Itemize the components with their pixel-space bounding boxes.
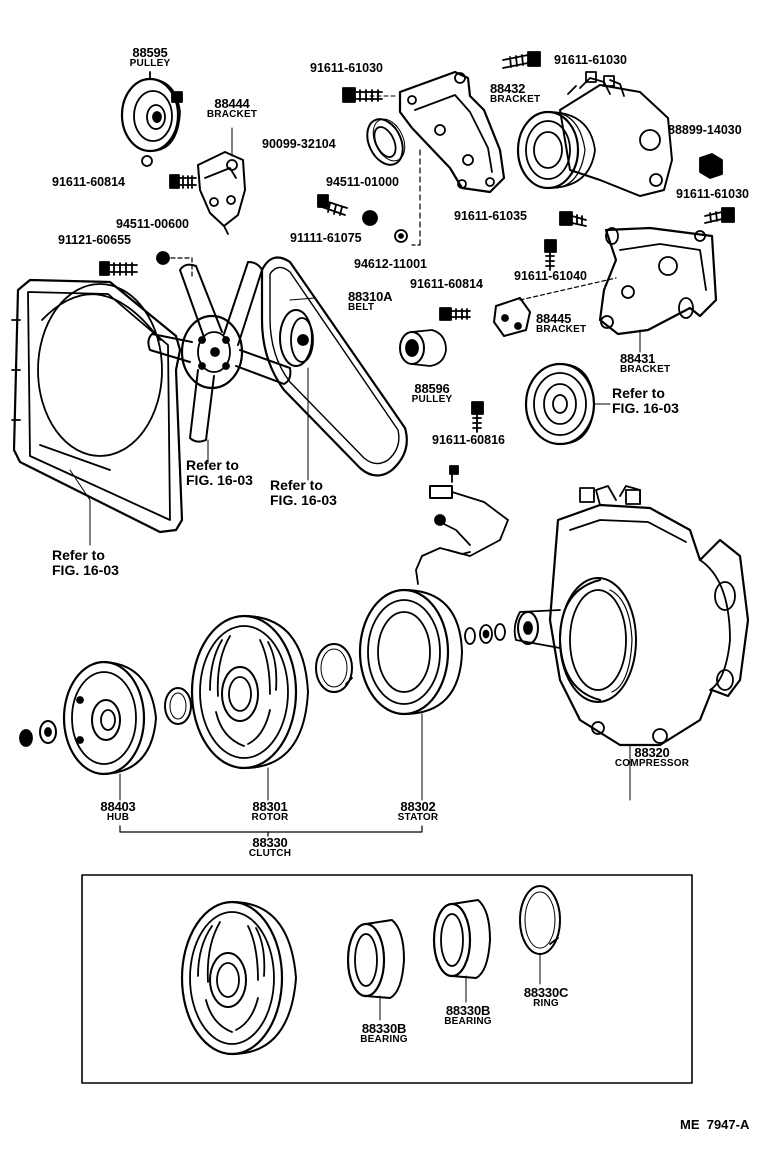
bracket-88444-drawing <box>197 127 246 235</box>
label-88330B-2: 88330B BEARING <box>444 1003 492 1027</box>
shim-washers-drawing <box>464 623 506 645</box>
bracket-88431-drawing <box>519 226 718 353</box>
label-91611-61030-a: 91611-61030 <box>310 61 383 75</box>
fan-shroud-drawing <box>11 278 184 546</box>
label-90099-32104: 90099-32104 <box>262 137 336 151</box>
label-94511-00600: 94511-00600 <box>116 217 189 231</box>
hub-nut-drawing <box>19 720 57 747</box>
upper-compressor-drawing <box>516 71 673 197</box>
bolt-91611-60816-drawing <box>471 401 484 433</box>
compressor-88320-drawing <box>513 485 750 801</box>
bracket-88432-drawing <box>367 70 506 246</box>
idler-pulley-drawing <box>279 309 314 481</box>
label-91611-61030-c: 91611-61030 <box>676 187 749 201</box>
stator-88302-drawing <box>358 588 463 801</box>
label-88320: 88320 COMPRESSOR <box>614 745 690 769</box>
bolt-91611-60814-b-drawing <box>439 307 471 321</box>
label-88403: 88403 HUB <box>100 799 136 823</box>
label-88432: 88432 BRACKET <box>490 81 541 105</box>
snap-ring-2-drawing <box>164 687 192 725</box>
wire-harness-drawing <box>415 465 509 585</box>
label-88330: 88330 CLUTCH <box>248 835 292 859</box>
label-94511-01000: 94511-01000 <box>326 175 399 189</box>
label-88330C: 88330C RING <box>523 985 569 1009</box>
bolt-91611-61030-c-drawing <box>704 207 735 224</box>
label-91611-60814-b: 91611-60814 <box>410 277 483 291</box>
diagram-code: ME 7947-A <box>680 1117 750 1132</box>
label-91111-61075: 91111-61075 <box>290 231 362 245</box>
belt-88310A-drawing <box>260 256 408 477</box>
bolt-91121-60655-drawing <box>99 261 138 276</box>
nut-94511-00600-drawing <box>156 251 193 279</box>
label-88595: 88595 PULLEY <box>129 45 171 69</box>
hub-88403-drawing <box>62 660 157 801</box>
label-91611-61035: 91611-61035 <box>454 209 527 223</box>
label-91611-61040: 91611-61040 <box>514 269 587 283</box>
bolt-91611-61035-drawing <box>559 211 587 227</box>
label-88444: 88444 BRACKET <box>206 96 258 120</box>
bolt-91611-61030-b-drawing <box>502 51 541 69</box>
label-88445: 88445 BRACKET <box>536 311 587 335</box>
refer-to-shroud: Refer to FIG. 16-03 <box>52 547 119 579</box>
rotor-88301-drawing <box>190 614 309 801</box>
refer-to-belt: Refer to FIG. 16-03 <box>270 477 337 509</box>
label-91611-61030-b: 91611-61030 <box>554 53 627 67</box>
nut-94511-01000-drawing <box>362 210 378 226</box>
bolt-91611-61030-a-drawing <box>342 87 383 103</box>
label-91121-60655: 91121-60655 <box>58 233 131 247</box>
washer-94612-11001-drawing <box>394 229 408 243</box>
label-88431: 88431 BRACKET <box>620 351 671 375</box>
detail-box-drawing <box>81 874 693 1084</box>
clip-88899-14030-drawing <box>699 153 723 179</box>
pulley-88596-drawing <box>399 329 447 367</box>
clutch-group-line <box>119 825 423 837</box>
label-88330B-1: 88330B BEARING <box>360 1021 408 1045</box>
drive-pulley-drawing <box>524 362 611 446</box>
snap-ring-1-drawing <box>315 643 353 693</box>
refer-to-fan: Refer to FIG. 16-03 <box>186 457 253 489</box>
label-91611-60814-a: 91611-60814 <box>52 175 125 189</box>
bracket-88445-drawing <box>493 297 531 337</box>
seal-90099-32104-drawing <box>366 118 406 166</box>
pulley-88595-drawing <box>120 71 183 167</box>
label-88302: 88302 STATOR <box>397 799 439 823</box>
label-88301: 88301 ROTOR <box>251 799 289 823</box>
bolt-91111-61075-drawing <box>317 194 348 216</box>
bolt-91611-60814-a-drawing <box>169 174 197 189</box>
label-91611-60816: 91611-60816 <box>432 433 505 447</box>
refer-to-pulley: Refer to FIG. 16-03 <box>612 385 679 417</box>
label-94612-11001: 94612-11001 <box>354 257 427 271</box>
label-88596: 88596 PULLEY <box>411 381 453 405</box>
label-88899-14030: 88899-14030 <box>668 123 742 137</box>
label-88310A: 88310A BELT <box>348 289 393 313</box>
bolt-91611-61040-drawing <box>544 239 557 271</box>
fan-drawing <box>147 261 292 463</box>
